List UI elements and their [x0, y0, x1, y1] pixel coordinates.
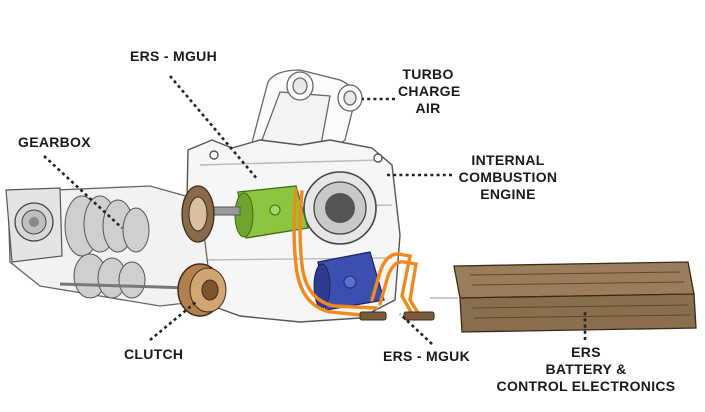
label-turbo-line1: TURBO — [402, 66, 454, 82]
label-turbo-line2: CHARGE — [398, 83, 461, 99]
label-battery-line1: ERS — [571, 344, 601, 360]
leader-gearbox — [43, 155, 123, 229]
label-ers-mguk: ERS - MGUK — [383, 348, 470, 364]
label-turbo-line3: AIR — [415, 100, 441, 116]
label-ers-mguh: ERS - MGUH — [130, 48, 217, 64]
mguk-illustration — [313, 251, 385, 311]
label-clutch: CLUTCH — [124, 346, 184, 362]
hv-cables-illustration — [292, 188, 422, 318]
label-turbo-charge-air: TURBO CHARGE AIR — [398, 66, 461, 117]
label-battery-line3: CONTROL ELECTRONICS — [496, 378, 676, 394]
leader-mguh — [169, 75, 259, 181]
mguh-illustration — [199, 185, 309, 239]
combustion-engine-illustration — [303, 171, 377, 245]
label-ice-line1: INTERNAL — [471, 152, 545, 168]
label-gearbox: GEARBOX — [18, 134, 91, 150]
label-battery-line2: BATTERY & — [545, 361, 627, 377]
cable-connectors-illustration — [359, 311, 435, 321]
gearbox-illustration — [5, 185, 213, 307]
battery-illustration — [430, 261, 697, 333]
clutch-illustration — [177, 263, 227, 317]
label-ice-line3: ENGINE — [480, 186, 536, 202]
leader-mguk — [399, 313, 433, 345]
label-ice-line2: COMBUSTION — [458, 169, 558, 185]
label-internal-combustion-engine: INTERNAL COMBUSTION ENGINE — [452, 152, 564, 203]
turbo-rotor-illustration — [181, 185, 215, 243]
leader-clutch — [149, 300, 197, 342]
leader-lines — [43, 75, 587, 345]
label-ers-battery: ERS BATTERY & CONTROL ELECTRONICS — [496, 344, 676, 395]
